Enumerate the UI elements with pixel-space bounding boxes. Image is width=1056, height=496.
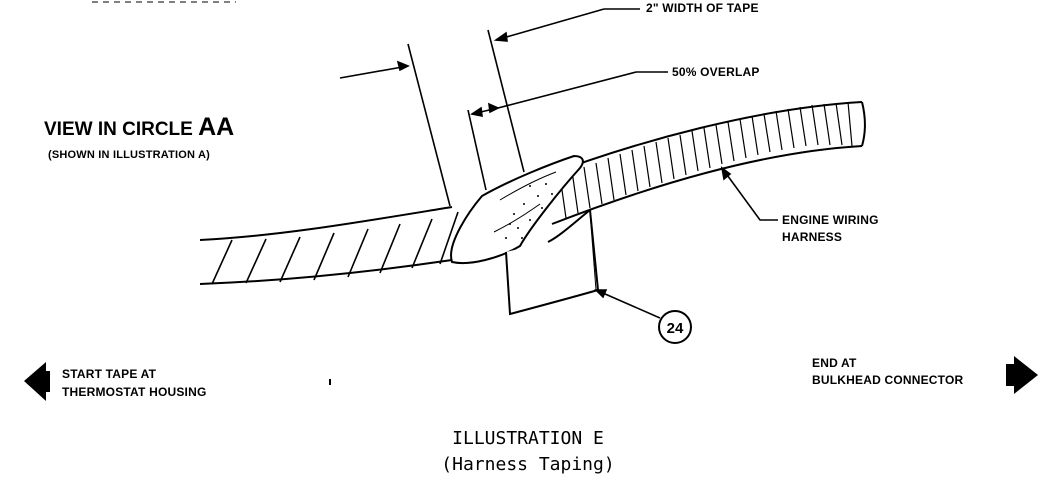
callout-24: 24 [658,310,692,344]
harness-label-line1: ENGINE WIRING [782,213,879,227]
overlap-dimension [467,71,668,191]
view-title-suffix: AA [198,113,235,141]
harness-label-line2: HARNESS [782,230,843,244]
view-title: VIEW IN CIRCLE AA [44,113,234,142]
engine-wiring-harness [539,101,866,225]
start-label-line2: THERMOSTAT HOUSING [62,385,207,399]
overlap-label: 50% OVERLAP [672,65,760,79]
callout-number: 24 [667,320,684,337]
view-title-prefix: VIEW IN CIRCLE [44,119,199,140]
taped-harness-left [199,206,453,285]
arrow-left-icon [24,362,50,401]
end-label-line1: END AT [812,356,857,370]
caption-subtitle: (Harness Taping) [441,454,615,475]
width-of-tape-label: 2" WIDTH OF TAPE [646,1,759,15]
arrow-right-icon [1006,356,1038,394]
end-label-line2: BULKHEAD CONNECTOR [812,373,964,387]
callout-leader [594,289,661,319]
width-dimension [339,8,640,207]
harness-leader [720,166,778,221]
view-subtitle: (SHOWN IN ILLUSTRATION A) [48,149,211,161]
tape-spiral-lines [211,211,459,285]
tape-overlap-stipple [505,183,553,239]
tape-wrap [450,154,584,264]
harness-texture [559,101,853,219]
caption-title: ILLUSTRATION E [452,428,604,449]
start-label-line1: START TAPE AT [62,367,157,381]
